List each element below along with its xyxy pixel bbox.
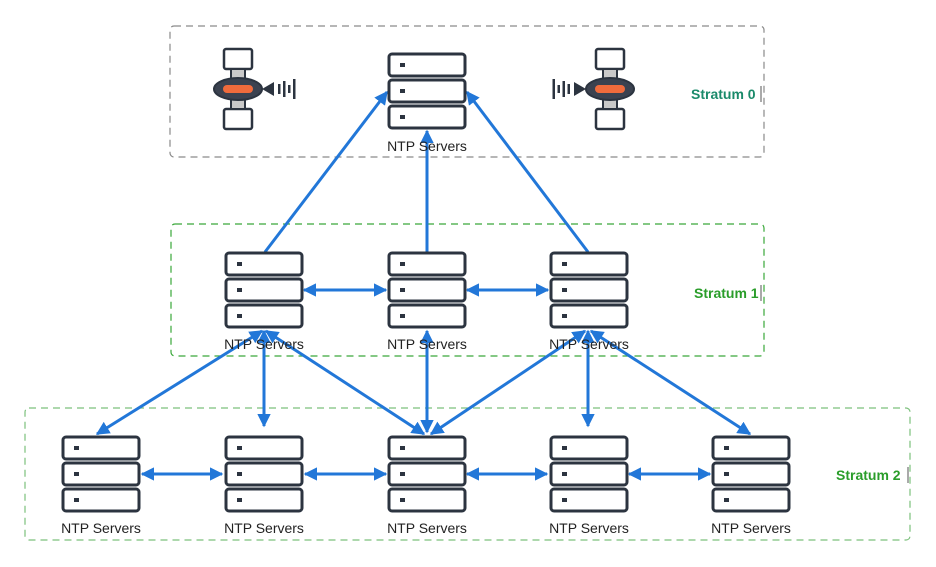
server-label: NTP Servers (711, 520, 791, 536)
arrow-s1a-s2c (264, 329, 426, 436)
arrow-s1c-s2c (429, 329, 587, 436)
stratum-2-label: Stratum 2 (836, 467, 901, 483)
server-label: NTP Servers (387, 336, 467, 352)
stratum-1-label: Stratum 1 (694, 285, 759, 301)
server-stack-icon (61, 435, 141, 513)
server-stack-icon (387, 52, 467, 130)
server-label: NTP Servers (387, 520, 467, 536)
server-stack-icon (387, 435, 467, 513)
server-label: NTP Servers (61, 520, 141, 536)
server-stack-icon (224, 251, 304, 329)
server-stack-icon (387, 251, 467, 329)
server-label: NTP Servers (224, 336, 304, 352)
server-label: NTP Servers (224, 520, 304, 536)
satellite-icon (551, 47, 636, 131)
connection-arrows (95, 90, 752, 481)
server-label: NTP Servers (387, 138, 467, 154)
arrow-s1-right-to-s0 (465, 90, 590, 253)
stratum-0-label: Stratum 0 (691, 86, 756, 102)
server-stack-icon (224, 435, 304, 513)
server-stack-icon (549, 251, 629, 329)
server-stack-icon (549, 435, 629, 513)
arrow-s1c-s2e (589, 329, 752, 436)
stratum-0-box (169, 25, 765, 158)
satellite-icon (212, 47, 297, 131)
arrow-s1-left-to-s0 (263, 90, 389, 253)
server-label: NTP Servers (549, 336, 629, 352)
arrow-s1a-s2a (95, 329, 264, 436)
server-label: NTP Servers (549, 520, 629, 536)
server-stack-icon (711, 435, 791, 513)
